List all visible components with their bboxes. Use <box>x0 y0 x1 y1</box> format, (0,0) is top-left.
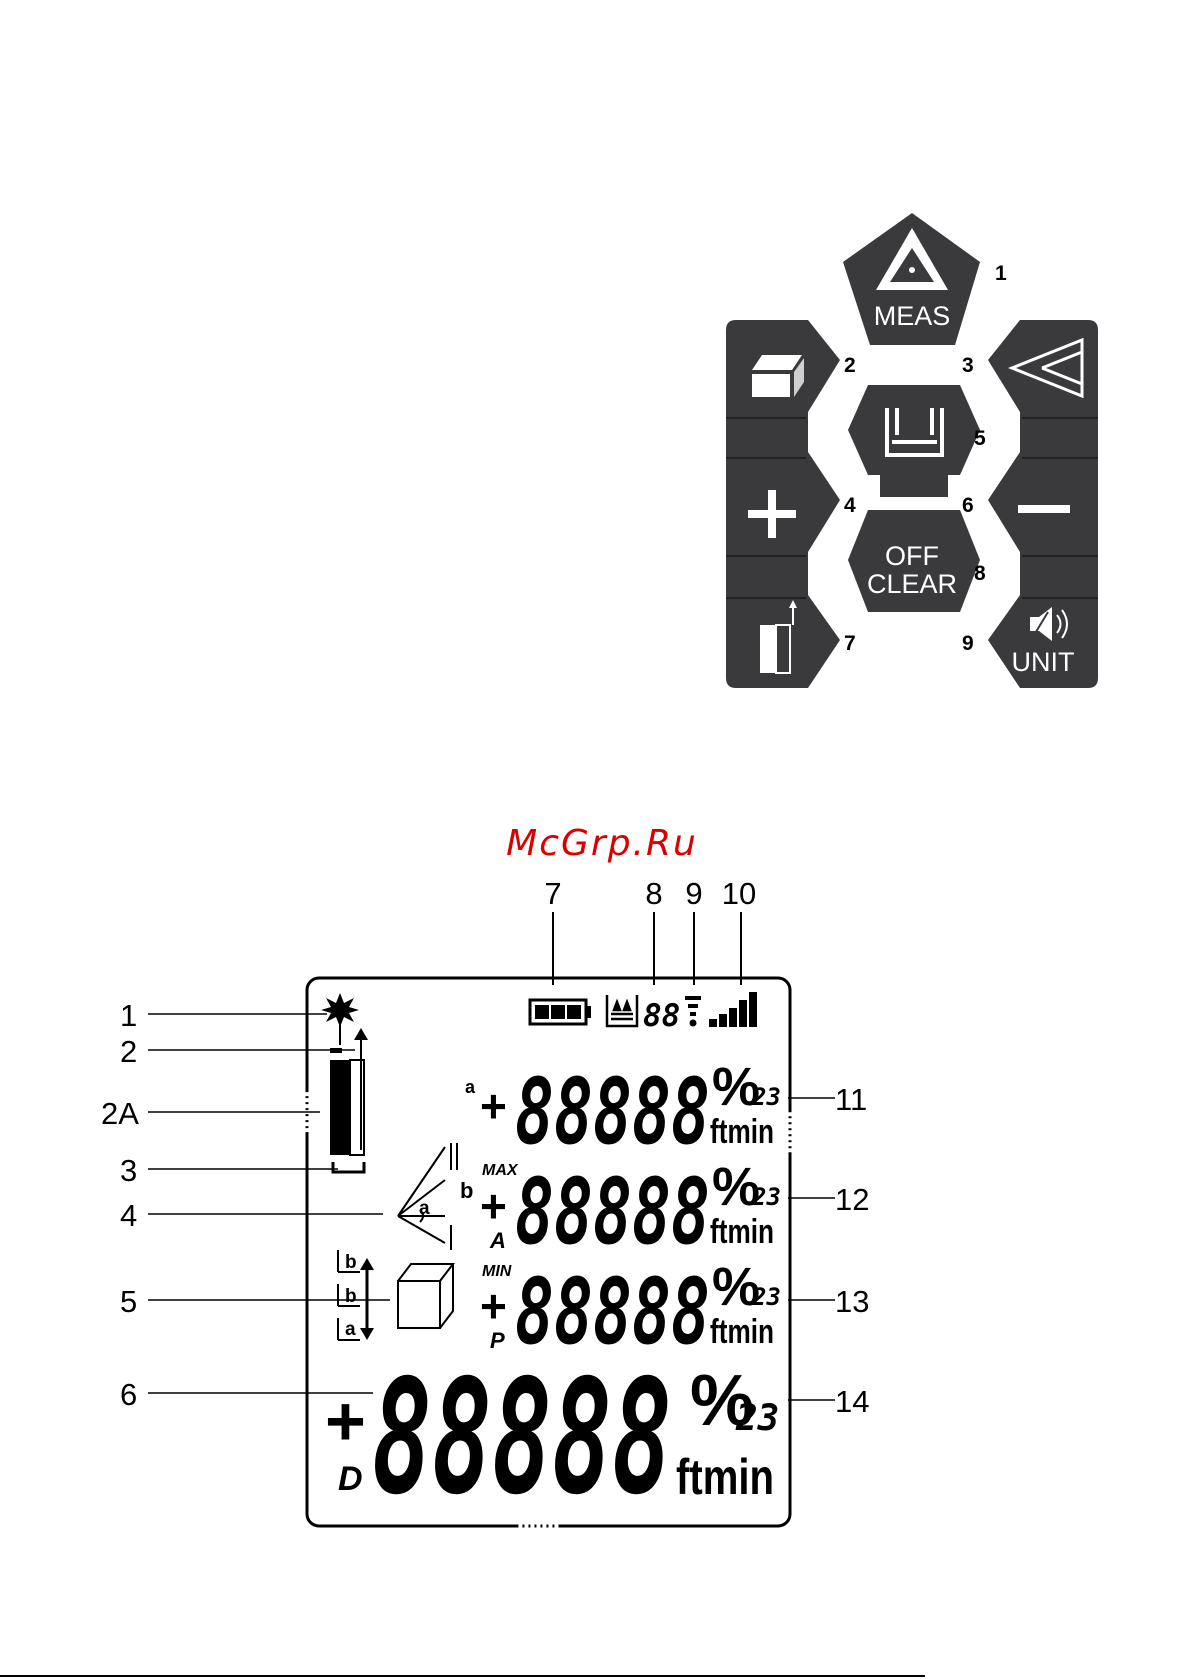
callout-key-7: 7 <box>844 632 856 655</box>
callout-2: 2 <box>120 1034 137 1069</box>
unit-label: UNIT <box>1012 647 1075 677</box>
callout-key-1: 1 <box>995 262 1007 285</box>
digits-line-2: 88888 <box>515 1160 710 1265</box>
pythagoras-display-icon <box>398 1143 457 1250</box>
callout-11: 11 <box>835 1082 867 1117</box>
svg-text:b: b <box>345 1286 357 1307</box>
svg-text:a: a <box>345 1319 356 1340</box>
digits-main: 88888 <box>372 1346 672 1530</box>
callout-key-9: 9 <box>962 632 974 655</box>
main-measurement-line: + D 88888 % 23 ftmin <box>325 1346 779 1530</box>
callout-4: 4 <box>120 1198 137 1233</box>
svg-text:D: D <box>338 1460 363 1498</box>
svg-text:23: 23 <box>751 1283 781 1311</box>
callout-12: 12 <box>835 1182 869 1217</box>
measurement-line-1: a + 88888 % 23 ftmin <box>465 1057 781 1165</box>
right-callouts: 11 12 13 14 <box>788 1082 869 1419</box>
callout-key-8: 8 <box>974 562 986 585</box>
callout-7: 7 <box>544 876 561 911</box>
memory-digits: 88 <box>643 998 680 1034</box>
digits-line-1: 88888 <box>515 1060 710 1165</box>
watermark-text: McGrp.Ru <box>506 823 698 864</box>
clear-label: CLEAR <box>867 569 957 599</box>
callout-2a: 2A <box>101 1096 139 1131</box>
svg-text:b: b <box>345 1252 357 1273</box>
laser-signal-icon <box>685 996 701 1027</box>
svg-text:ftmin: ftmin <box>710 1313 774 1351</box>
volume-cube-icon <box>398 1264 453 1328</box>
angle-label-a: a <box>419 1198 430 1219</box>
meas-label: MEAS <box>874 301 951 331</box>
svg-text:ftmin: ftmin <box>676 1449 774 1505</box>
off-label: OFF <box>885 541 939 571</box>
battery-icon <box>530 1000 591 1024</box>
callout-14: 14 <box>835 1384 869 1419</box>
callout-10: 10 <box>722 876 756 911</box>
callout-key-2: 2 <box>844 354 856 377</box>
svg-text:A: A <box>489 1228 506 1253</box>
callout-key-5: 5 <box>974 427 986 450</box>
callout-6: 6 <box>120 1377 137 1412</box>
svg-text:ftmin: ftmin <box>710 1113 774 1151</box>
lcd-display: 7 8 9 10 88 <box>101 876 869 1530</box>
callout-5: 5 <box>120 1284 137 1319</box>
measurement-line-2: MAX + A 88888 % 23 ftmin <box>480 1157 781 1265</box>
minus-icon <box>1018 505 1070 513</box>
callout-13: 13 <box>835 1284 869 1319</box>
memory-indicator-icon <box>607 995 637 1026</box>
keypad-connector <box>880 475 948 497</box>
svg-text:MAX: MAX <box>482 1162 519 1179</box>
svg-text:MIN: MIN <box>482 1263 512 1280</box>
svg-text:+: + <box>480 1180 507 1232</box>
angle-label-b: b <box>460 1178 473 1203</box>
svg-text:23: 23 <box>751 1083 781 1111</box>
callout-key-4: 4 <box>844 494 856 517</box>
svg-text:a: a <box>465 1077 476 1097</box>
svg-text:ftmin: ftmin <box>710 1213 774 1251</box>
svg-text:+: + <box>325 1382 366 1460</box>
callout-9: 9 <box>685 876 702 911</box>
keypad: MEAS OFF CLEAR <box>726 213 1098 688</box>
callout-key-3: 3 <box>962 354 974 377</box>
svg-text:23: 23 <box>735 1398 779 1439</box>
memory-button[interactable] <box>848 385 980 475</box>
cube-volume-icon <box>752 355 804 397</box>
laser-on-icon <box>321 993 359 1045</box>
callout-key-6: 6 <box>962 494 974 517</box>
callout-8: 8 <box>645 876 662 911</box>
svg-text:+: + <box>480 1080 507 1132</box>
svg-text:+: + <box>480 1280 507 1332</box>
stack-measure-icon: b b a <box>338 1250 374 1340</box>
callout-3: 3 <box>120 1153 137 1188</box>
svg-text:23: 23 <box>751 1183 781 1211</box>
signal-strength-icon <box>709 992 757 1027</box>
callout-1: 1 <box>120 998 137 1033</box>
